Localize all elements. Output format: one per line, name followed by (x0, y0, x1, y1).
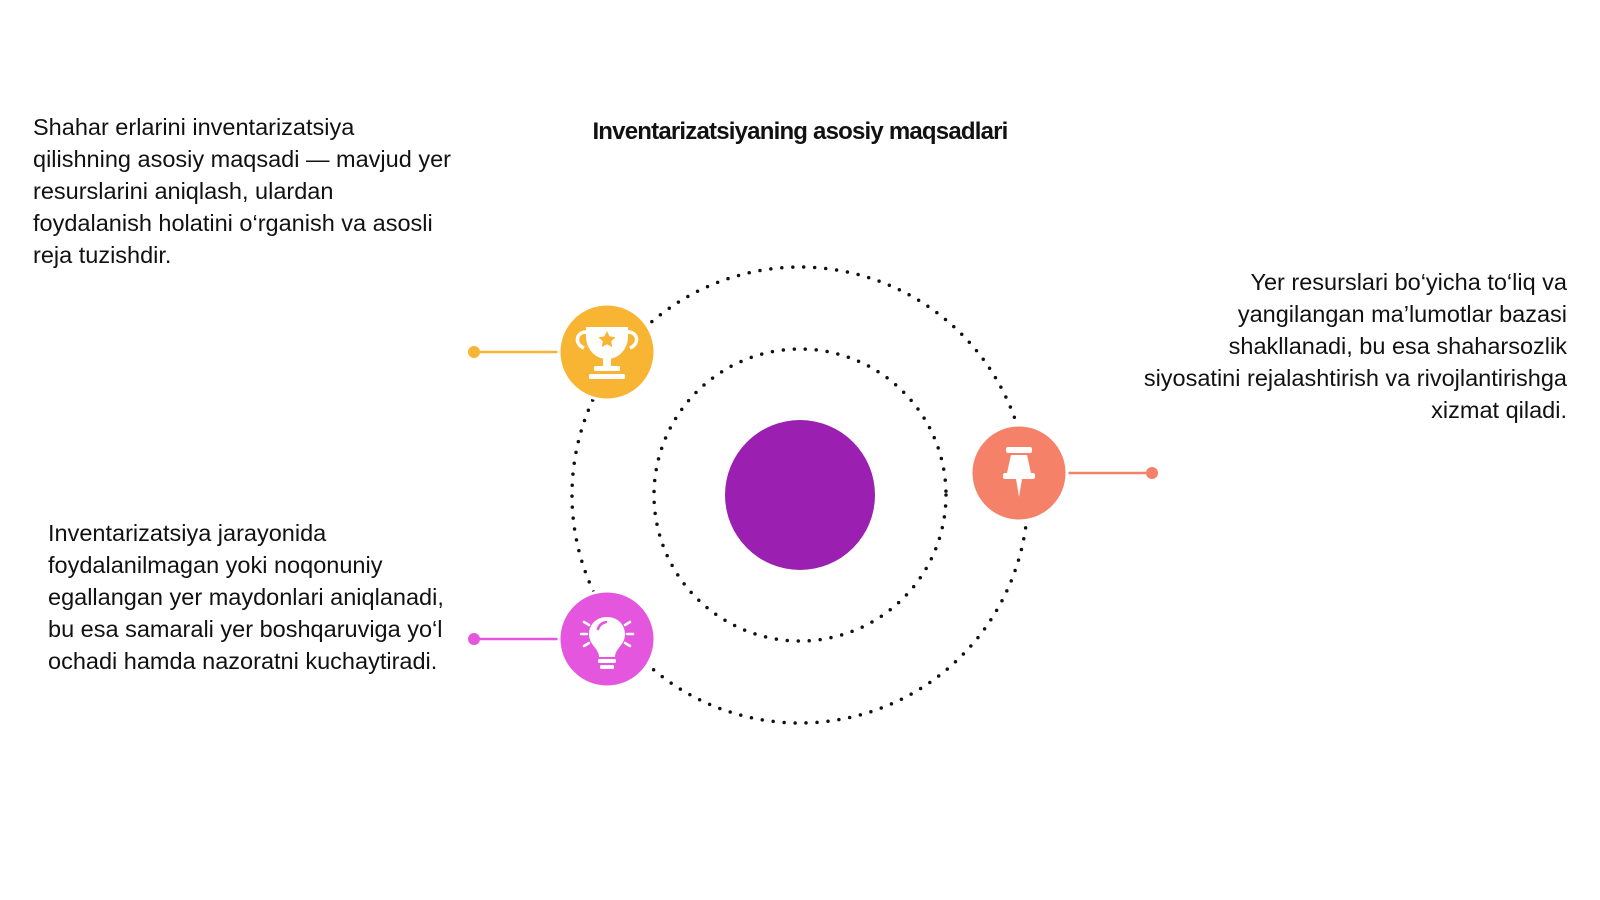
goal-2-description: Yer resurslari bo‘yicha to‘liq va yangil… (1143, 269, 1567, 423)
inner-orbit (652, 347, 948, 643)
center-circle (725, 420, 875, 570)
connector-2 (1060, 467, 1158, 479)
connector-3 (468, 633, 565, 645)
goal-3-description: Inventarizatsiya jarayonida foydalanilma… (48, 520, 444, 674)
diagram-title: Inventarizatsiyaning asosiy maqsadlari (592, 118, 1008, 145)
connector-1 (468, 346, 565, 358)
goal-node-3 (557, 589, 657, 689)
trophy-icon (575, 327, 639, 379)
lightbulb-icon (579, 617, 635, 669)
goal-node-2 (969, 423, 1069, 523)
goal-node-1 (557, 302, 657, 402)
goal-1-description: Shahar erlarini inventarizatsiya qilishn… (33, 114, 451, 268)
pushpin-icon (1003, 447, 1035, 497)
